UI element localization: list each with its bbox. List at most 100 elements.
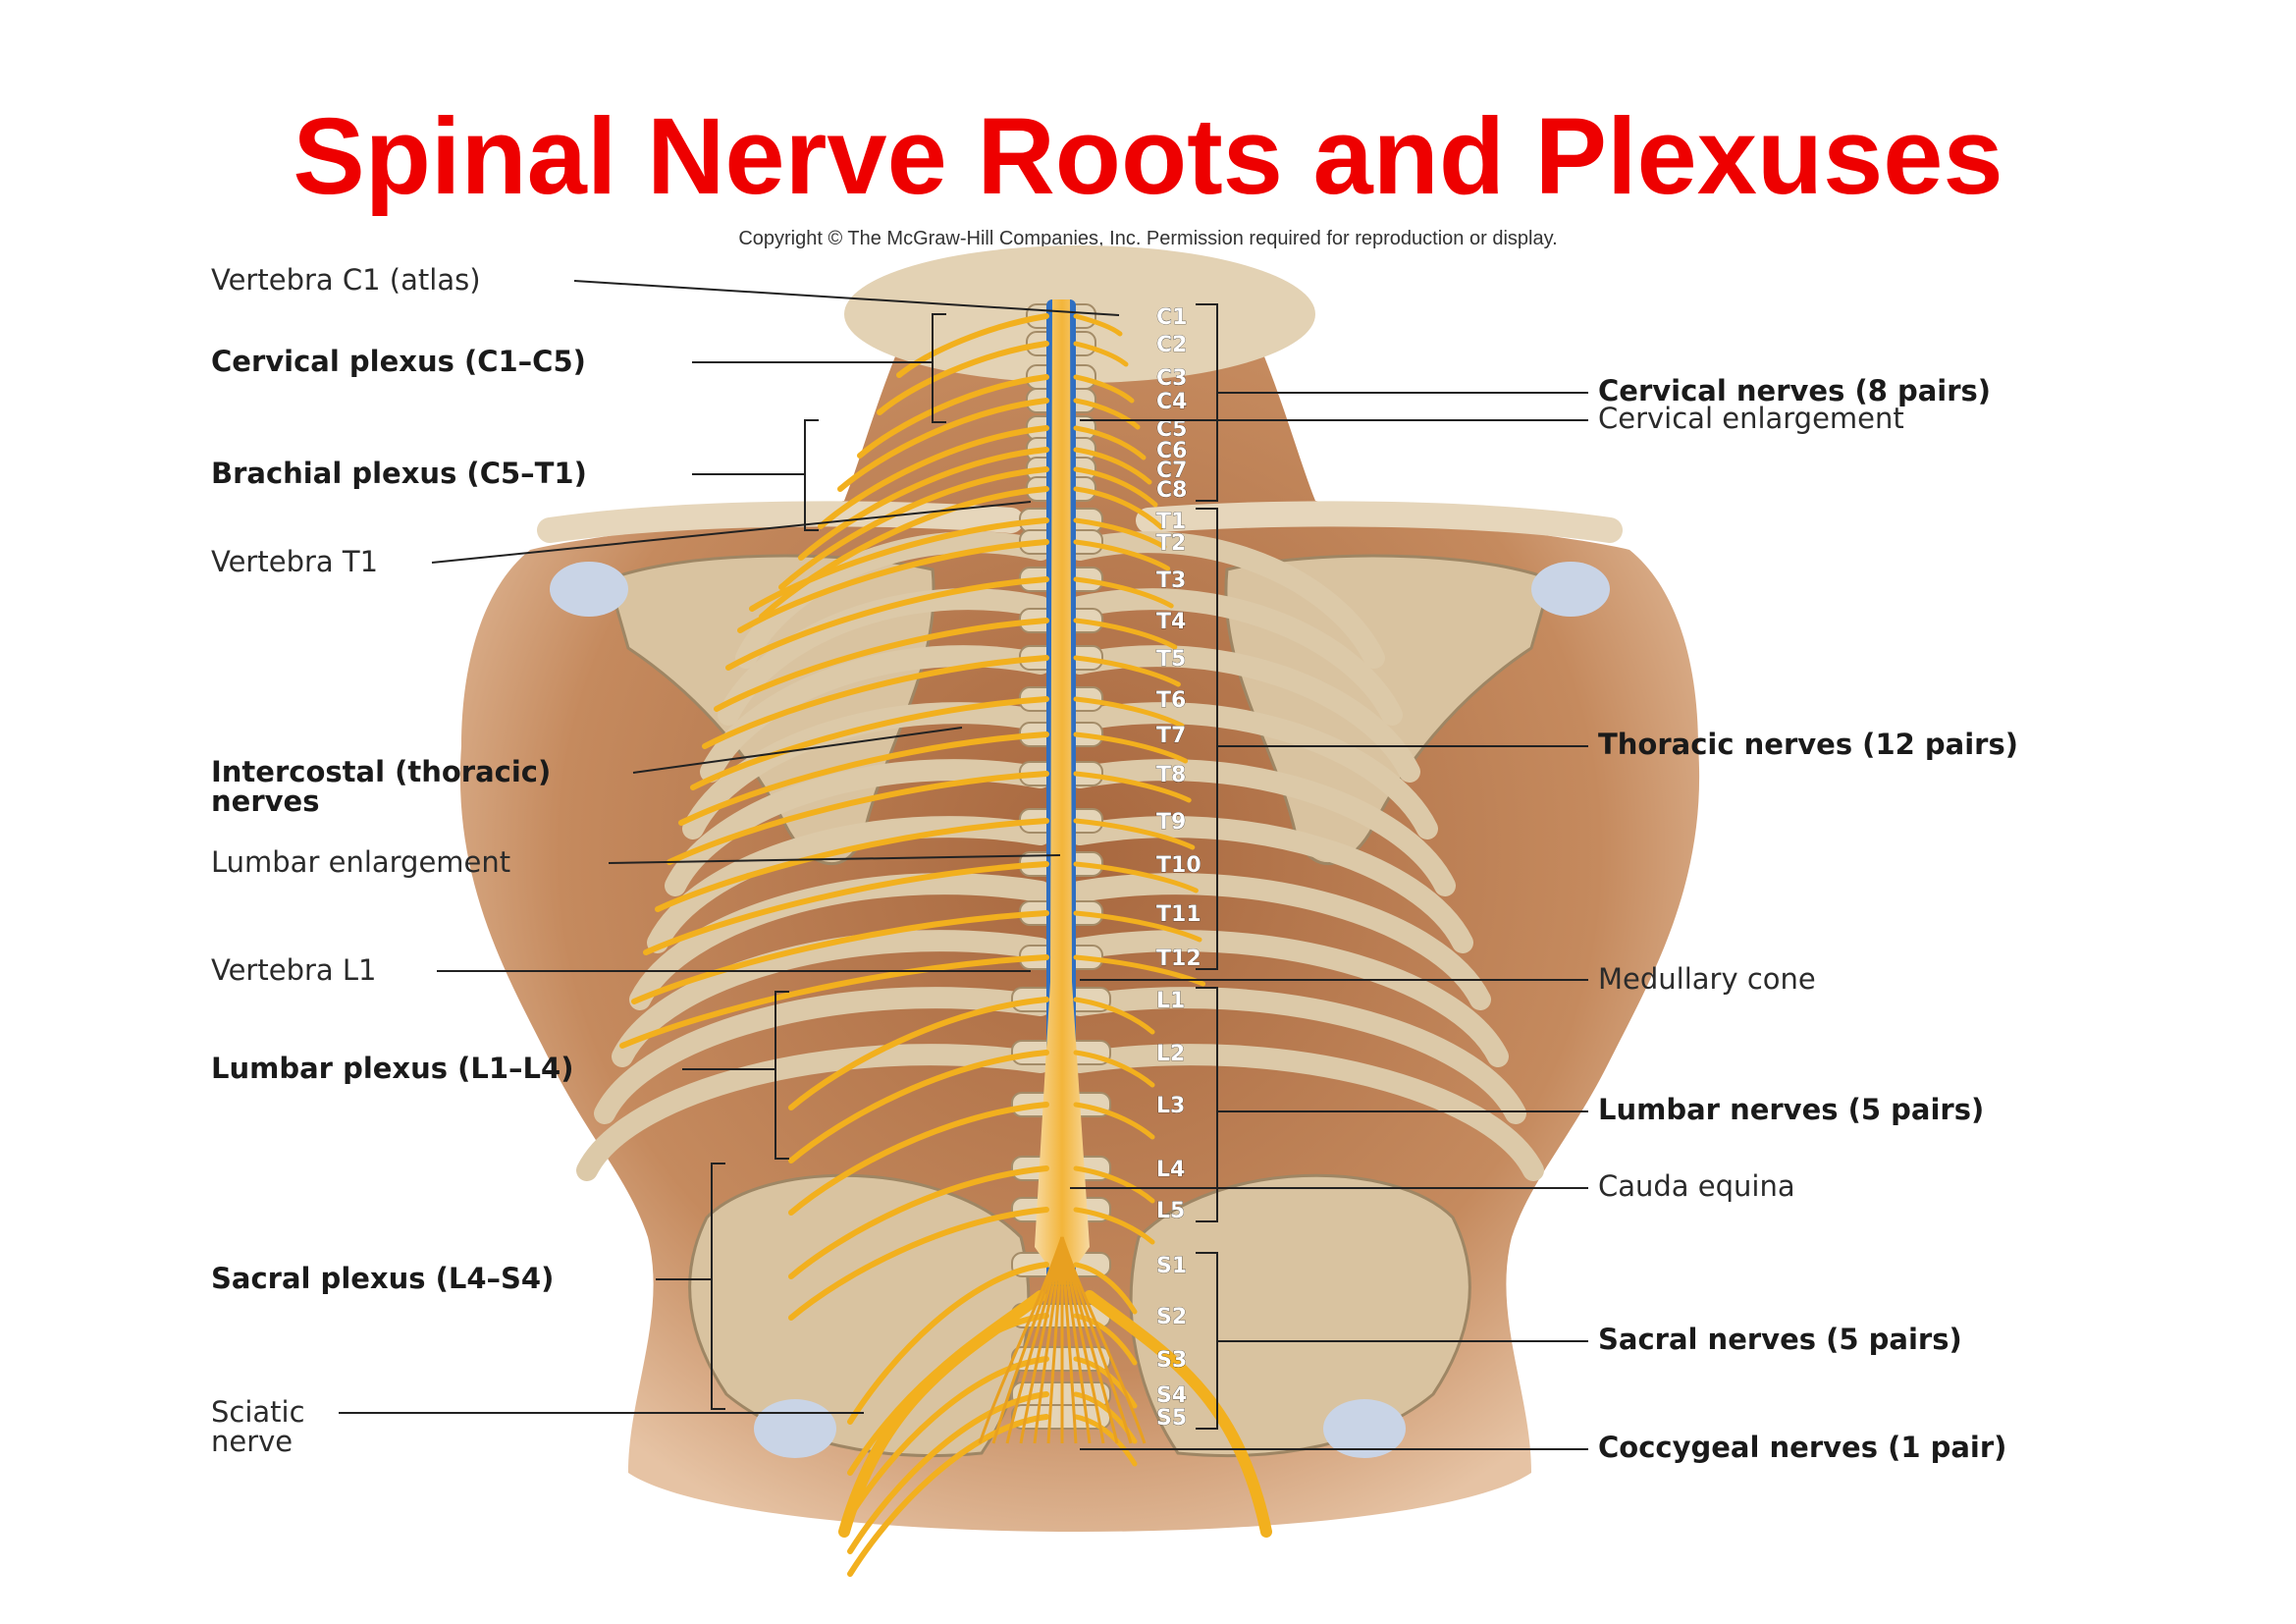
label-brachial-plexus: Brachial plexus (C5–T1) — [211, 457, 587, 490]
rib — [1069, 987, 1526, 1124]
cauda-fiber — [1019, 1236, 1064, 1444]
segment-label-c1: C1 — [1156, 305, 1187, 330]
page-title: Spinal Nerve Roots and Plexuses — [293, 96, 2003, 217]
spinal-nerve-right — [1073, 1262, 1138, 1315]
label-lumbar-nerves: Lumbar nerves (5 pairs) — [1598, 1093, 1984, 1126]
spinal-nerve-left — [749, 517, 1049, 612]
spinal-nerve-right — [1073, 1050, 1155, 1088]
spinal-nerve-right — [1073, 1165, 1155, 1204]
rib — [682, 702, 1051, 839]
rib — [1069, 816, 1473, 953]
spinal-nerve-left — [737, 539, 1049, 633]
spinal-nerve-right — [1073, 618, 1178, 650]
segment-label-c8: C8 — [1156, 478, 1187, 503]
spinal-cord — [1035, 299, 1090, 1286]
label-coccygeal-nerves: Coccygeal nerves (1 pair) — [1598, 1431, 2006, 1464]
spinal-nerve-left — [788, 1102, 1049, 1216]
label-line: Cauda equina — [1598, 1169, 1795, 1203]
spinal-nerve-left — [798, 447, 1049, 561]
label-line: Vertebra C1 (atlas) — [211, 263, 481, 297]
spinal-nerve-right — [1073, 655, 1181, 687]
label-line: nerves — [211, 785, 319, 818]
spinal-nerve-left — [847, 1414, 1049, 1577]
segment-label-l3: L3 — [1156, 1094, 1185, 1118]
label-line: Cervical nerves (8 pairs) — [1598, 374, 1991, 407]
segment-label-t4: T4 — [1156, 610, 1186, 634]
left-hip-joint — [754, 1399, 836, 1458]
segment-label-t7: T7 — [1156, 724, 1186, 748]
leader-intercostal-nerves — [632, 727, 963, 774]
rib — [1069, 759, 1456, 896]
label-line: Sacral plexus (L4–S4) — [211, 1262, 554, 1295]
leader-vertebra-c1 — [573, 280, 1120, 316]
copyright-notice: Copyright © The McGraw-Hill Companies, I… — [738, 228, 1558, 249]
label-line: Coccygeal nerves (1 pair) — [1598, 1431, 2006, 1464]
spinal-nerve-left — [788, 1050, 1049, 1164]
segment-label-c2: C2 — [1156, 333, 1187, 357]
segment-label-c4: C4 — [1156, 390, 1187, 414]
label-cauda-equina: Cauda equina — [1598, 1169, 1795, 1203]
spinal-nerve-left — [714, 618, 1049, 712]
spinal-nerve-right — [1073, 466, 1158, 508]
rib — [1069, 645, 1420, 783]
spinal-nerve-left — [896, 313, 1049, 378]
bracket-lumbar-plexus — [774, 991, 789, 1160]
bracket-brachial-plexus — [804, 419, 819, 531]
cauda-fiber — [1060, 1236, 1119, 1444]
segment-label-t1: T1 — [1156, 510, 1186, 534]
spinal-nerve-right — [1073, 447, 1152, 485]
label-cervical-plexus: Cervical plexus (C1–C5) — [211, 345, 586, 378]
label-line: Vertebra L1 — [211, 953, 377, 987]
segment-label-l5: L5 — [1156, 1199, 1185, 1223]
sciatic-nerve-trunk — [838, 1290, 1046, 1538]
spinal-nerve-right — [1073, 517, 1167, 550]
rib — [1069, 1044, 1544, 1181]
segment-bracket — [1196, 508, 1218, 970]
spinal-nerve-left — [788, 1207, 1049, 1321]
cauda-fiber — [1060, 1236, 1133, 1444]
spinal-nerve-right — [1073, 771, 1192, 803]
spinal-nerve-left — [788, 1165, 1049, 1279]
label-line: Intercostal (thoracic) — [211, 755, 551, 788]
spinal-nerve-right — [1073, 818, 1196, 850]
spinal-nerve-right — [1073, 398, 1141, 430]
leader-vertebra-t1 — [431, 501, 1032, 564]
spinal-nerve-left — [725, 576, 1049, 671]
segment-label-l1: L1 — [1156, 989, 1185, 1013]
spinal-nerve-left — [655, 818, 1049, 912]
label-cervical-enlargement: Cervical enlargement — [1598, 402, 1904, 435]
label-vertebra-l1: Vertebra L1 — [211, 953, 377, 987]
segment-bracket — [1196, 303, 1218, 502]
cauda-fiber — [1060, 1236, 1105, 1444]
label-line: Medullary cone — [1598, 962, 1816, 996]
label-line: Sacral nerves (5 pairs) — [1598, 1323, 1962, 1356]
spinal-nerve-left — [678, 731, 1049, 826]
cauda-fiber — [1060, 1236, 1078, 1444]
spinal-nerve-left — [643, 861, 1049, 955]
spinal-nerve-left — [847, 1262, 1049, 1425]
spinal-nerve-right — [1073, 1356, 1138, 1409]
right-hip-joint — [1323, 1399, 1406, 1458]
segment-label-t2: T2 — [1156, 531, 1186, 556]
spinal-nerve-right — [1073, 539, 1171, 571]
segment-label-t9: T9 — [1156, 810, 1186, 835]
leader-lines — [339, 280, 1588, 1450]
label-lumbar-enlargement: Lumbar enlargement — [211, 845, 510, 879]
spinal-nerve-left — [847, 1356, 1049, 1519]
segment-label-t3: T3 — [1156, 568, 1186, 593]
spinal-nerve-left — [619, 954, 1049, 1049]
rib — [1069, 588, 1403, 726]
label-intercostal-nerves: Intercostal (thoracic)nerves — [211, 755, 551, 818]
spinal-nerve-left — [857, 374, 1049, 459]
spinal-nerve-right — [1073, 425, 1147, 460]
cauda-fiber — [1060, 1236, 1092, 1444]
rib — [1069, 873, 1491, 1010]
label-line: Lumbar plexus (L1–L4) — [211, 1052, 573, 1085]
spinal-nerve-left — [690, 696, 1049, 790]
rib — [594, 987, 1051, 1124]
left-iliac-crest — [688, 1173, 1031, 1457]
spinal-nerve-right — [1073, 374, 1135, 404]
label-thoracic-nerves: Thoracic nerves (12 pairs) — [1598, 728, 2018, 761]
segment-label-t6: T6 — [1156, 688, 1186, 713]
